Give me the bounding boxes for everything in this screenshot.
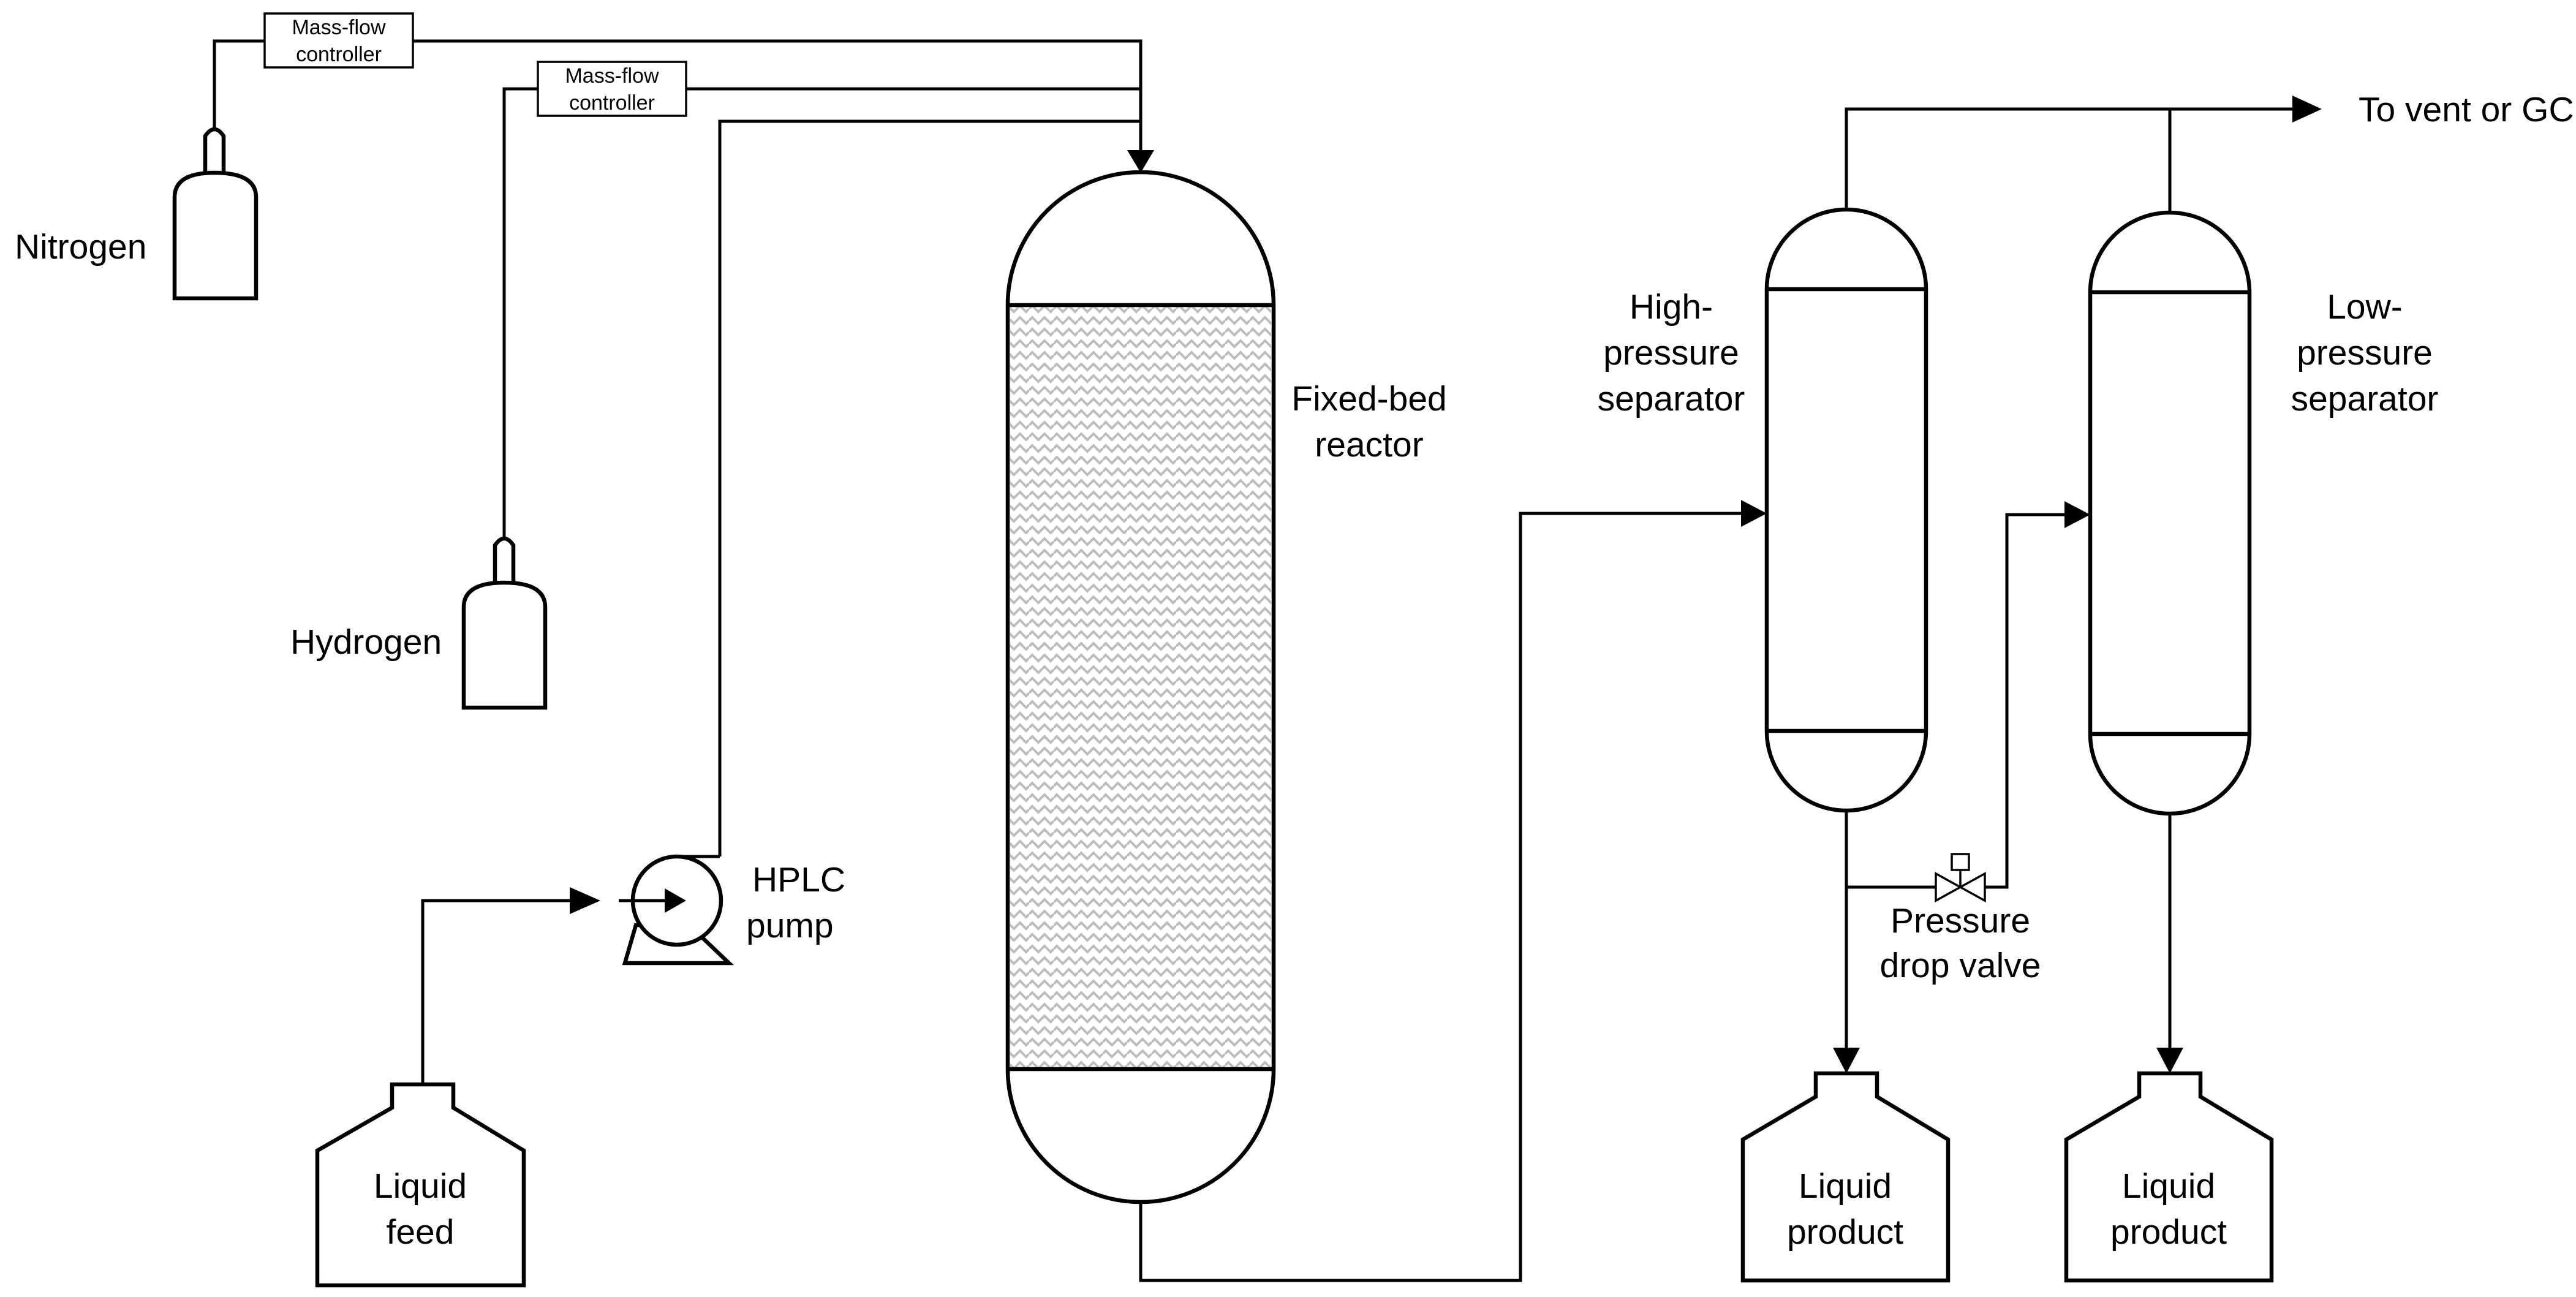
hydrogen-cylinder-icon [461, 536, 548, 710]
hps-label-line2: pressure [1603, 333, 1739, 372]
hps-product-arrow [1833, 1048, 1860, 1073]
product1-label-line1: Liquid [1799, 1167, 1892, 1206]
product2-label-line1: Liquid [2122, 1167, 2215, 1206]
lps-product-arrow [2156, 1048, 2183, 1073]
high-pressure-separator [1764, 207, 1928, 813]
product2-label-line2: product [2110, 1212, 2227, 1252]
valve-to-lps-line [1985, 513, 2064, 889]
hps-bottom-line [1845, 811, 1936, 1048]
hps-inlet-arrow [1741, 500, 1767, 527]
low-pressure-separator [2088, 210, 2252, 816]
mfc1-label-line2: controller [296, 43, 382, 66]
mfc2-label-line2: controller [569, 91, 655, 115]
nitrogen-label: Nitrogen [15, 227, 146, 267]
mass-flow-controller-hydrogen: Mass-flow controller [537, 61, 687, 117]
pump-label-line2: pump [746, 906, 834, 945]
mass-flow-controller-nitrogen: Mass-flow controller [263, 12, 414, 69]
reactor-label-line1: Fixed-bed [1291, 379, 1446, 418]
liquid-feed-label-line2: feed [387, 1212, 455, 1252]
hplc-pump-icon [619, 842, 735, 966]
pump-label-line1: HPLC [752, 860, 845, 899]
liquid-feed-to-reactor-line [718, 119, 1141, 842]
vent-line [1845, 107, 2292, 213]
vent-label: To vent or GC [2359, 90, 2574, 129]
nitrogen-feed-line [213, 39, 1143, 150]
valve-label-line1: Pressure [1890, 901, 2030, 940]
product1-label-line2: product [1787, 1212, 1903, 1252]
lps-label-line2: pressure [2297, 333, 2433, 372]
nitrogen-cylinder-icon [172, 127, 259, 301]
reactor-inlet-arrow [1127, 150, 1154, 173]
lps-label-line3: separator [2291, 379, 2439, 418]
valve-label-line2: drop valve [1880, 946, 2041, 985]
liquid-product-vessel-2-icon [2064, 1071, 2274, 1283]
hydrogen-feed-line [502, 87, 1141, 540]
liquid-feed-to-pump-line [421, 899, 570, 1084]
mfc1-label-line1: Mass-flow [292, 16, 385, 39]
pressure-drop-valve-icon [1935, 853, 1986, 902]
hps-label-line1: High- [1630, 287, 1713, 327]
mfc2-label-line1: Mass-flow [565, 64, 659, 88]
reactor-outlet-line [1139, 512, 1741, 1282]
reactor-label-line2: reactor [1315, 425, 1423, 464]
pump-inlet-arrow [570, 887, 600, 914]
liquid-product-vessel-1-icon [1740, 1071, 1951, 1283]
liquid-feed-vessel-icon [315, 1082, 526, 1288]
hydrogen-label: Hydrogen [290, 622, 442, 662]
catalyst-bed [1010, 305, 1271, 1069]
vent-arrow [2292, 96, 2322, 123]
liquid-feed-label-line1: Liquid [374, 1167, 467, 1206]
lps-inlet-arrow [2064, 501, 2090, 528]
lps-label-line1: Low- [2327, 287, 2403, 327]
fixed-bed-reactor [1005, 170, 1276, 1204]
hps-label-line3: separator [1598, 379, 1745, 418]
